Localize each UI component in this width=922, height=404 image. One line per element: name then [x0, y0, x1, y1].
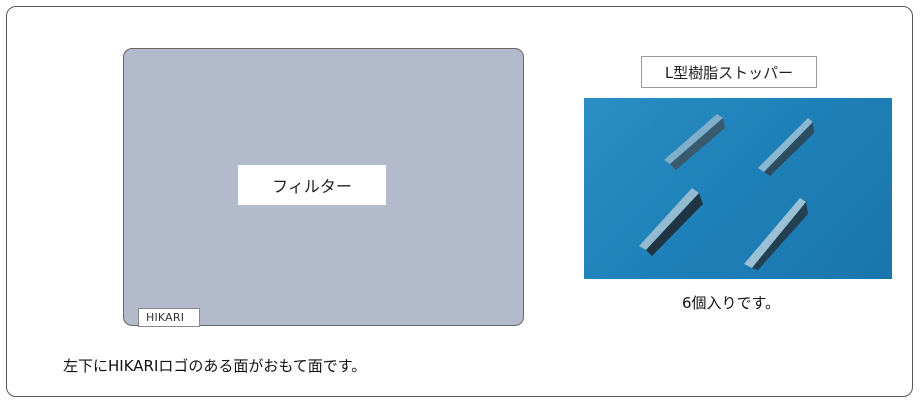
stopper-photo	[584, 98, 892, 279]
quantity-caption: 6個入りです。	[682, 294, 781, 312]
front-side-caption: 左下にHIKARIロゴのある面がおもて面です。	[63, 357, 367, 375]
stopper-title: L型樹脂ストッパー	[641, 56, 817, 88]
stopper-pieces-image	[639, 114, 814, 270]
stopper-piece-2	[758, 118, 814, 176]
stopper-piece-4	[744, 198, 808, 270]
stopper-piece-3	[639, 188, 703, 256]
hikari-logo-tag: HIKARI	[138, 308, 200, 327]
stopper-piece-1	[664, 114, 725, 170]
filter-label: フィルター	[238, 165, 386, 205]
